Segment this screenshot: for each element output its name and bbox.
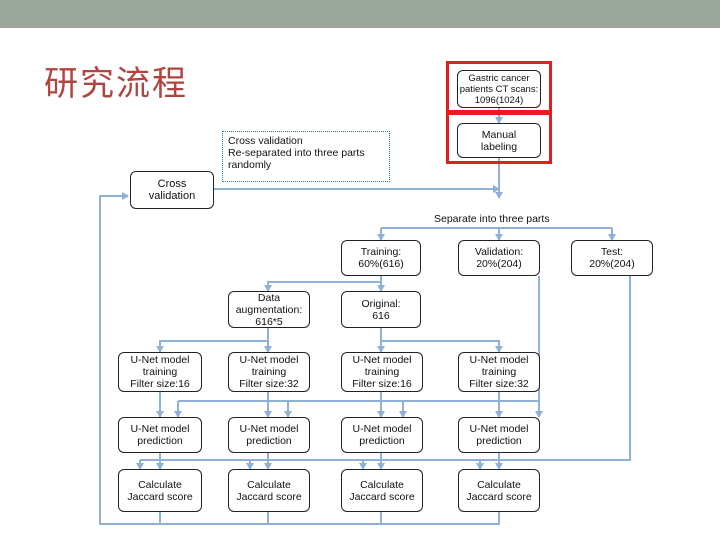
top-banner	[0, 0, 720, 28]
node-unet-prediction-4: U-Net model prediction	[458, 417, 540, 453]
node-jaccard-3: Calculate Jaccard score	[341, 469, 423, 512]
highlight-frame-gastric	[446, 61, 552, 113]
feedback-loop	[99, 192, 500, 525]
node-unet-prediction-1: U-Net model prediction	[118, 417, 202, 453]
node-original: Original: 616	[341, 291, 421, 328]
node-jaccard-1: Calculate Jaccard score	[118, 469, 202, 512]
node-unet-training-2: U-Net model training Filter size:32	[228, 352, 310, 392]
node-unet-training-3: U-Net model training Filter size:16	[341, 352, 423, 392]
node-gastric: Gastric cancer patients CT scans: 1096(1…	[457, 70, 541, 108]
arrow-training-augmentation	[264, 276, 382, 292]
test-line	[140, 276, 631, 461]
node-unet-prediction-3: U-Net model prediction	[341, 417, 423, 453]
arrow-orig-train4	[381, 340, 503, 353]
node-unet-training-4: U-Net model training Filter size:32	[458, 352, 540, 392]
arrow-aug-train	[156, 328, 269, 353]
node-validation: Validation: 20%(204)	[458, 240, 540, 276]
node-training: Training: 60%(616)	[341, 240, 421, 276]
node-jaccard-4: Calculate Jaccard score	[458, 469, 540, 512]
cross-validation-note: Cross validation Re-separated into three…	[222, 131, 390, 182]
node-test: Test: 20%(204)	[571, 240, 653, 276]
node-unet-prediction-2: U-Net model prediction	[228, 417, 310, 453]
node-unet-training-1: U-Net model training Filter size:16	[118, 352, 202, 392]
node-data-augmentation: Data augmentation: 616*5	[228, 291, 310, 328]
node-manual: Manual labeling	[457, 123, 541, 158]
node-cross-validation: Cross validation	[130, 171, 214, 209]
slide-title: 研究流程	[44, 64, 188, 104]
highlight-frame-manual	[446, 112, 552, 164]
label-separate: Separate into three parts	[434, 213, 550, 225]
node-jaccard-2: Calculate Jaccard score	[228, 469, 310, 512]
